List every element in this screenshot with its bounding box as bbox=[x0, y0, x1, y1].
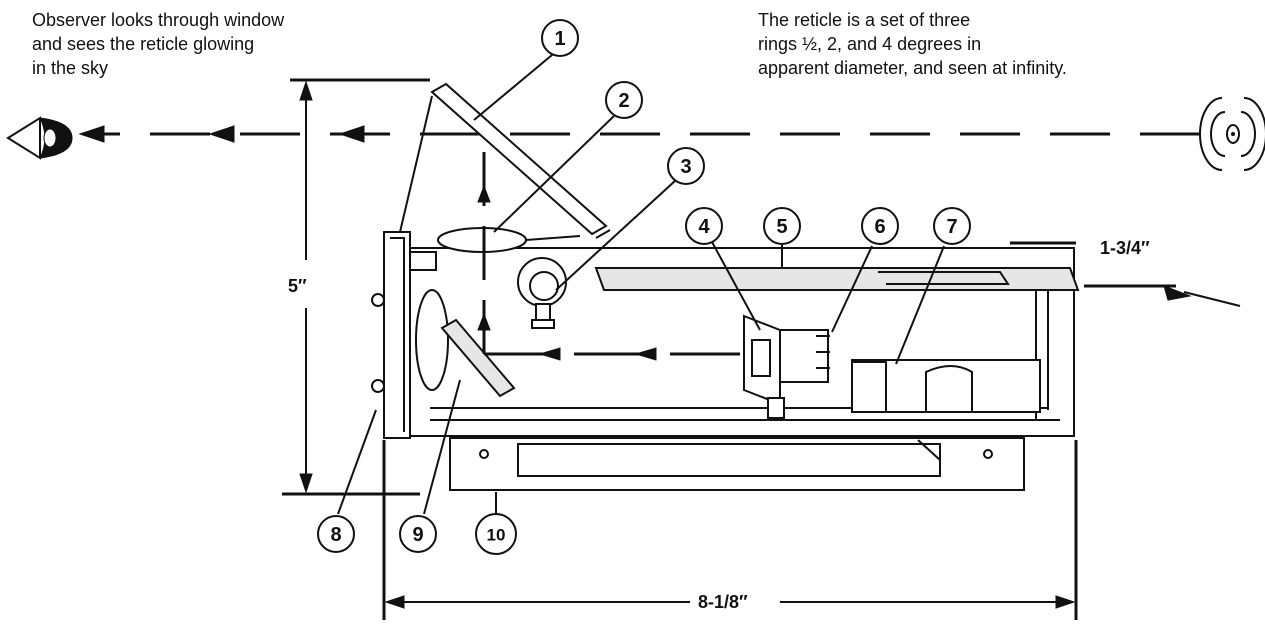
callout-9-label: 9 bbox=[412, 524, 423, 546]
line-of-sight bbox=[78, 125, 1200, 143]
height-dimension: 5″ bbox=[282, 78, 430, 496]
height-label: 5″ bbox=[288, 276, 307, 296]
depth-label: 1-3/4″ bbox=[1100, 238, 1150, 258]
callout-4-label: 4 bbox=[698, 216, 710, 238]
callout-6: 6 bbox=[861, 207, 899, 245]
callout-2: 2 bbox=[605, 81, 643, 119]
internal-light-path bbox=[477, 142, 740, 361]
reticle-assembly bbox=[743, 314, 830, 419]
callout-9: 9 bbox=[399, 515, 437, 553]
callout-6-label: 6 bbox=[874, 216, 885, 238]
reticle-note-line-2: rings ½, 2, and 4 degrees in bbox=[758, 34, 981, 54]
callout-10: 10 bbox=[475, 513, 517, 555]
callout-3: 3 bbox=[667, 147, 705, 185]
collimating-lens bbox=[437, 227, 581, 253]
width-dimension: 8-1/8″ bbox=[382, 440, 1078, 620]
callout-5-label: 5 bbox=[776, 216, 787, 238]
callout-5: 5 bbox=[763, 207, 801, 245]
callout-leaders bbox=[337, 49, 945, 515]
callout-1-label: 1 bbox=[554, 28, 565, 50]
callout-4: 4 bbox=[685, 207, 723, 245]
observer-note-line-2: and sees the reticle glowing bbox=[32, 34, 254, 54]
observer-note-line-1: Observer looks through window bbox=[32, 10, 285, 30]
callout-8-label: 8 bbox=[330, 524, 341, 546]
reflecting-mirror bbox=[415, 289, 516, 398]
reticle-target-icon bbox=[1199, 97, 1265, 171]
reticle-note: The reticle is a set of three rings ½, 2… bbox=[758, 10, 1067, 78]
reticle-note-line-1: The reticle is a set of three bbox=[758, 10, 970, 30]
callout-8: 8 bbox=[317, 515, 355, 553]
callout-3-label: 3 bbox=[680, 156, 691, 178]
combiner-glass bbox=[399, 82, 611, 239]
callout-10-label: 10 bbox=[487, 526, 506, 545]
battery bbox=[851, 359, 1041, 413]
callout-7: 7 bbox=[933, 207, 971, 245]
width-label: 8-1/8″ bbox=[698, 592, 748, 612]
observer-note-line-3: in the sky bbox=[32, 58, 108, 78]
callout-1: 1 bbox=[541, 19, 579, 57]
callout-7-label: 7 bbox=[946, 216, 957, 238]
callout-2-label: 2 bbox=[618, 90, 629, 112]
mounting-base bbox=[449, 437, 1025, 491]
eye-icon bbox=[6, 116, 73, 160]
reticle-note-line-3: apparent diameter, and seen at infinity. bbox=[758, 58, 1067, 78]
observer-note: Observer looks through window and sees t… bbox=[32, 10, 285, 78]
